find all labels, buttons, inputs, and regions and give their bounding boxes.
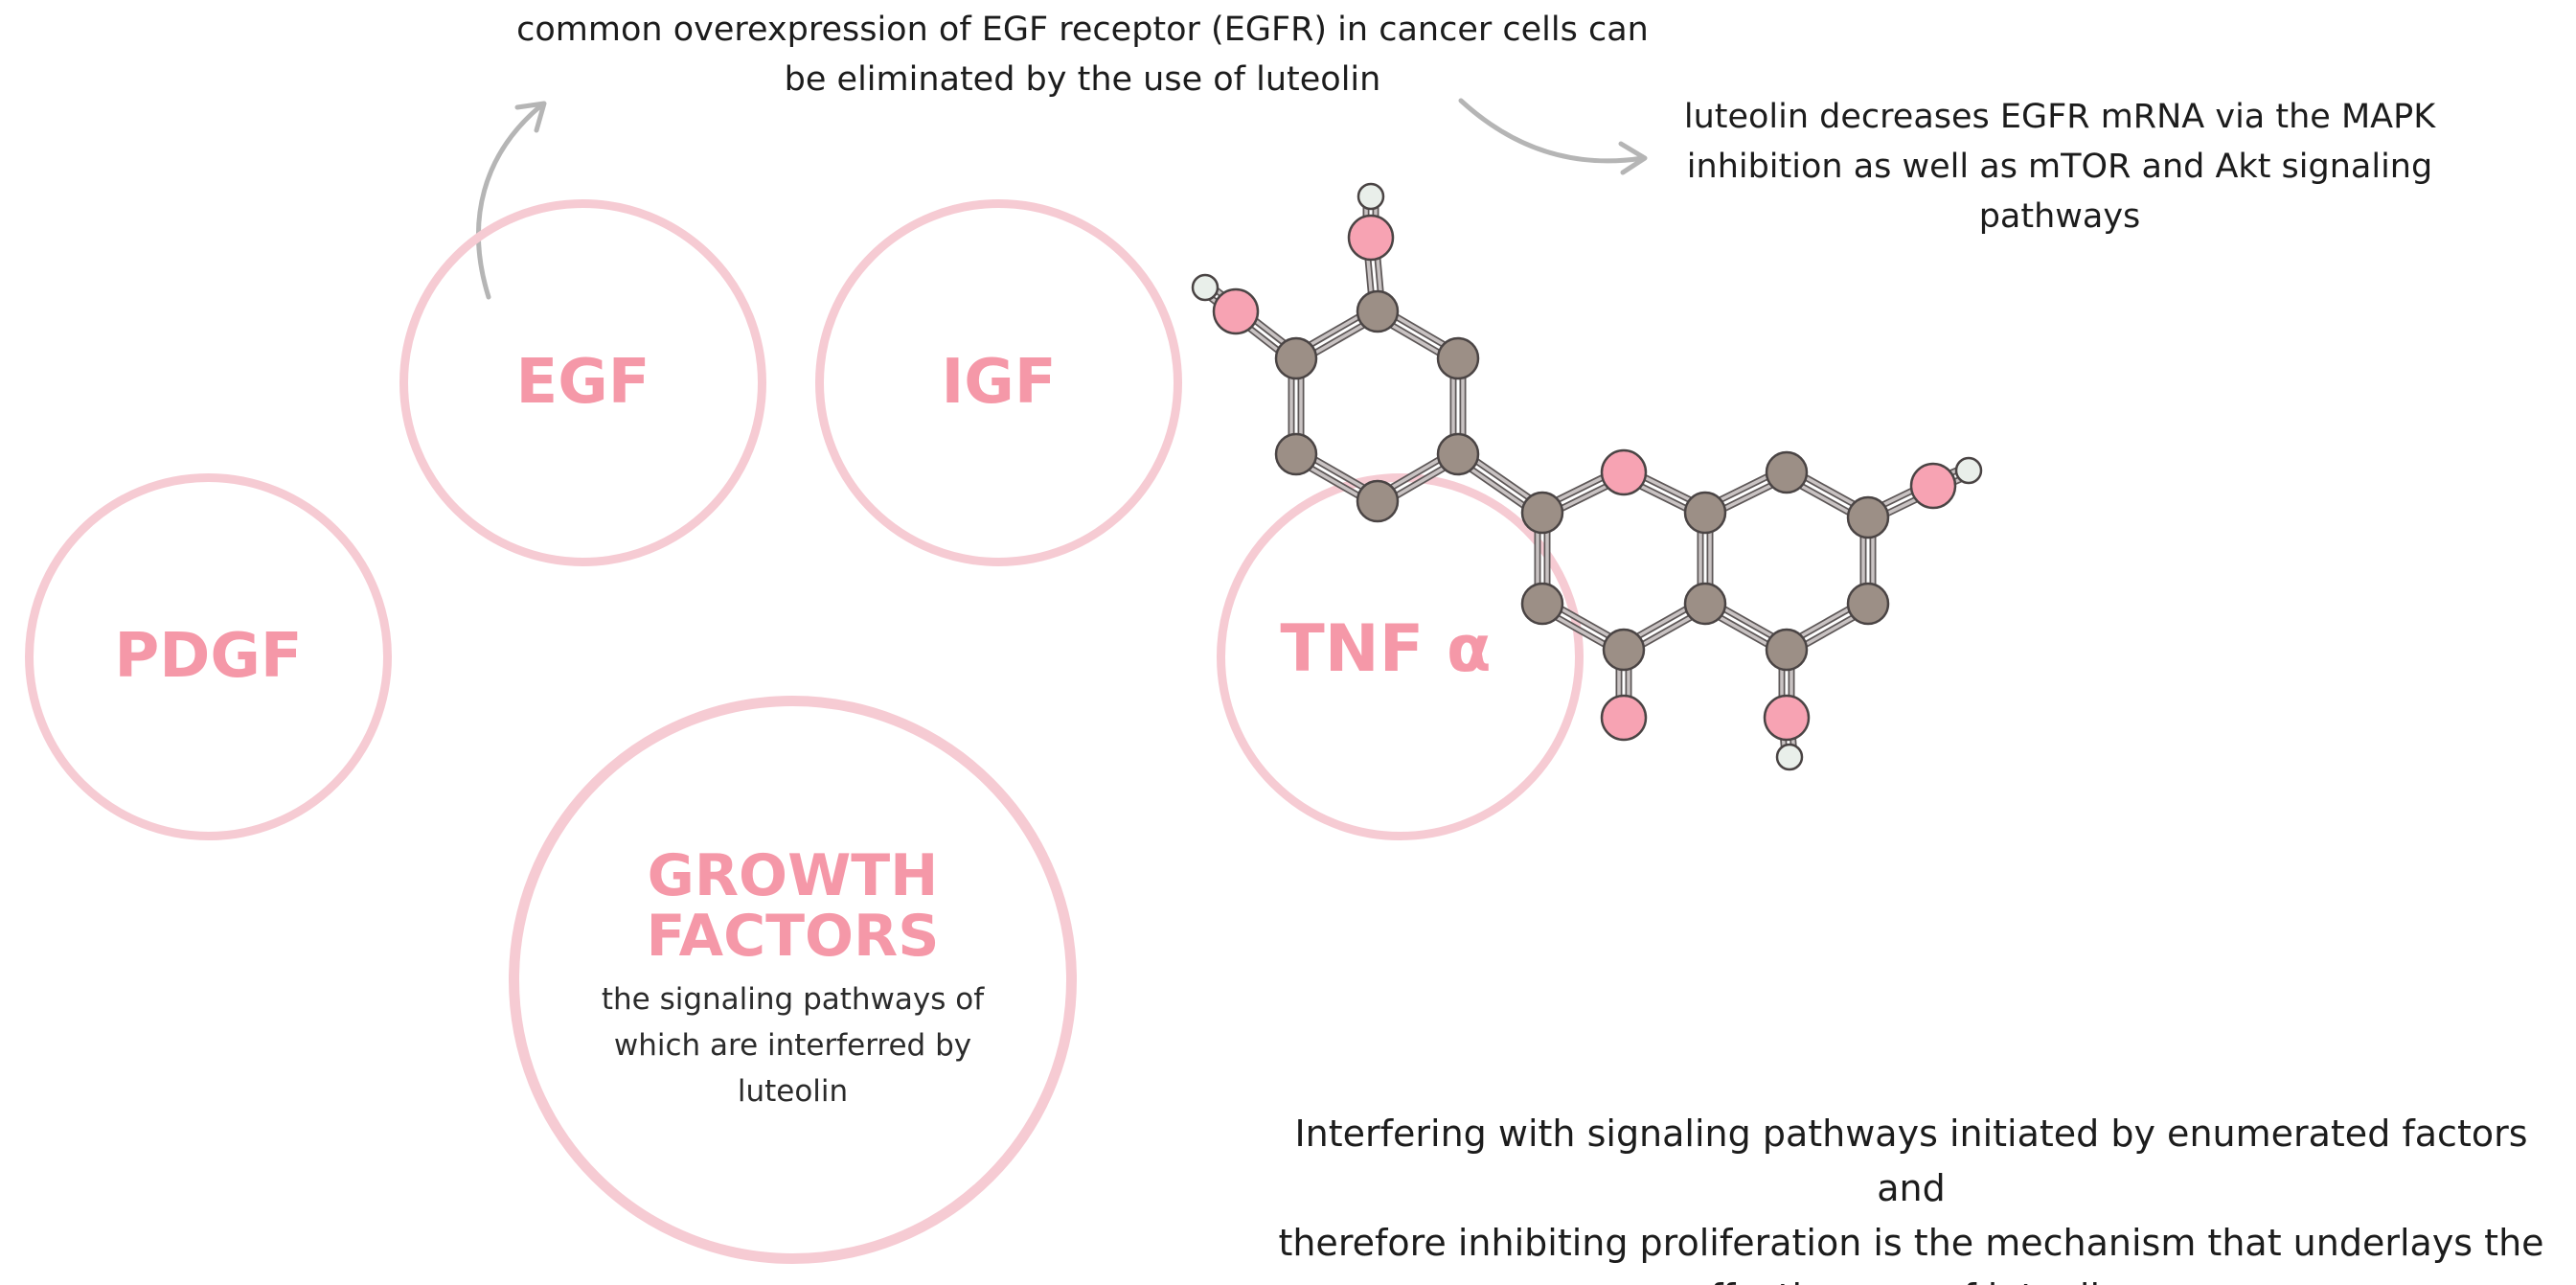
growth-factors-caption: the signaling pathways of which are inte… [601,981,985,1109]
arrow-note-to-mapk [1458,98,1646,164]
circle-pdgf: PDGF [25,473,392,840]
note-summary-line2: therefore inhibiting proliferation is th… [1278,1222,2544,1264]
carbon-atom [1436,336,1480,380]
oxygen-atom [1600,448,1648,496]
note-mapk-line3: pathways [1978,197,2141,236]
note-summary-line1: Interfering with signaling pathways init… [1294,1113,2528,1209]
molecule-bonds [1198,193,1974,761]
note-summary: Interfering with signaling pathways init… [1255,1107,2567,1285]
oxygen-atom [1600,694,1648,742]
carbon-atom [1274,336,1318,380]
label-tnf: TNF α [1280,610,1492,687]
molecule-atoms [1191,182,1983,771]
label-pdgf: PDGF [114,620,303,692]
label-egf: EGF [515,346,650,418]
note-egfr-line2: be eliminated by the use of luteolin [784,60,1381,99]
arrowhead-egf-note [514,101,547,133]
circle-growth-factors: GROWTH FACTORS the signaling pathways of… [509,696,1077,1264]
note-egfr-overexpression: common overexpression of EGF receptor (E… [460,5,1705,104]
carbon-atom [1683,582,1727,626]
note-mapk-line2: inhibition as well as mTOR and Akt signa… [1686,148,2433,186]
label-factors: FACTORS [646,902,940,970]
carbon-atom [1356,289,1400,333]
carbon-atom [1602,628,1646,672]
carbon-atom [1356,479,1400,523]
note-summary-line3: effectiveness of luteolin. [1255,1271,2567,1285]
oxygen-atom [1347,214,1395,262]
hydrogen-atom [1775,743,1804,771]
arrowhead-mapk-note [1618,141,1648,175]
hydrogen-atom [1356,182,1385,211]
note-mapk-line1: luteolin decreases EGFR mRNA via the MAP… [1683,98,2436,136]
oxygen-atom [1763,694,1811,742]
carbon-atom [1520,491,1564,535]
hydrogen-atom [1191,273,1220,302]
carbon-atom [1846,495,1890,539]
label-igf: IGF [941,346,1057,418]
carbon-atom [1765,628,1809,672]
oxygen-atom [1909,462,1957,510]
carbon-atom [1846,582,1890,626]
label-growth: GROWTH [647,841,939,909]
note-egfr-line1: common overexpression of EGF receptor (E… [516,11,1649,49]
carbon-atom [1436,432,1480,476]
carbon-atom [1765,450,1809,494]
carbon-atom [1274,432,1318,476]
circle-tnf: TNF α [1217,473,1584,840]
oxygen-atom [1212,287,1260,335]
carbon-atom [1520,582,1564,626]
circle-egf: EGF [399,199,766,566]
circle-igf: IGF [815,199,1182,566]
hydrogen-atom [1954,456,1983,485]
note-mapk-inhibition: luteolin decreases EGFR mRNA via the MAP… [1629,92,2491,241]
carbon-atom [1683,491,1727,535]
